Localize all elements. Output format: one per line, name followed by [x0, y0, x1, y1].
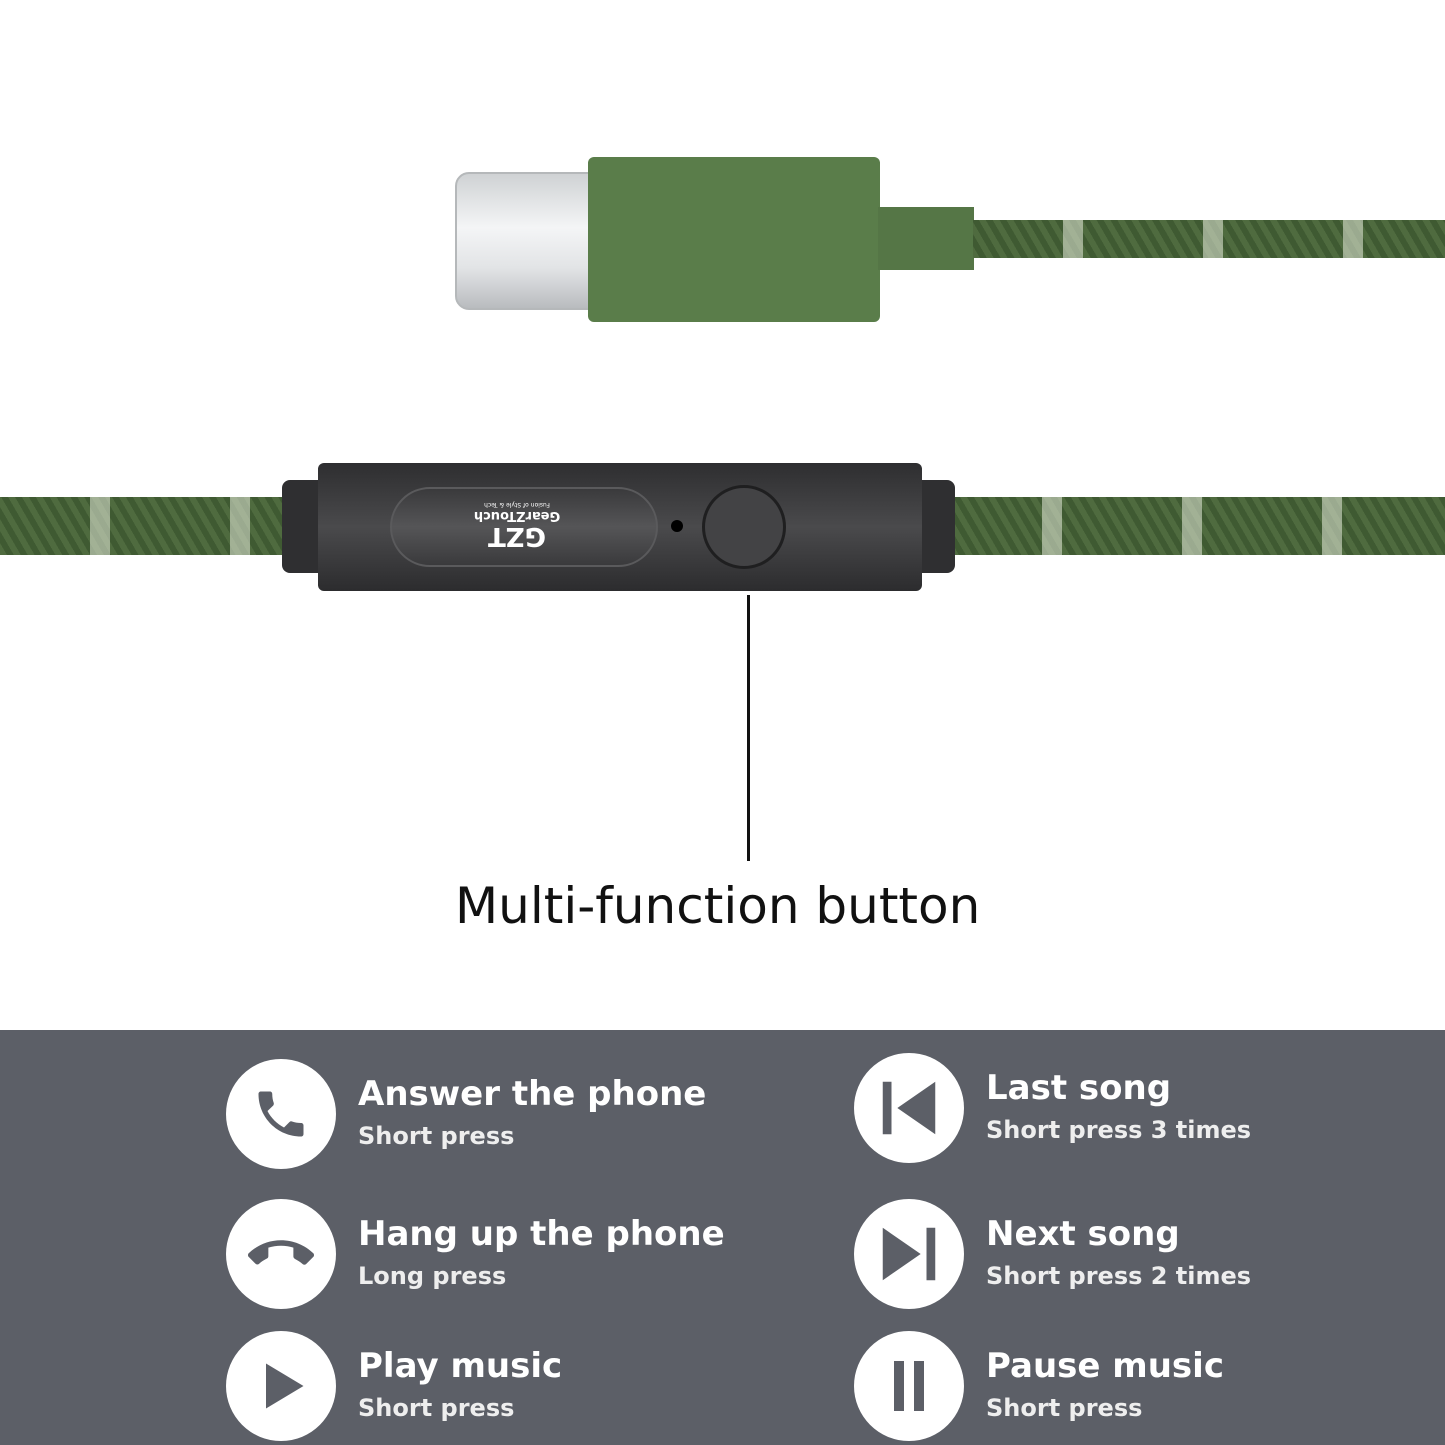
function-title: Answer the phone	[358, 1074, 707, 1114]
microphone-hole	[671, 520, 683, 532]
function-title: Next song	[986, 1214, 1180, 1254]
function-action: Short press	[358, 1394, 515, 1422]
remote-body: GZT GearZTouch Fusion of Style & Tech	[318, 463, 922, 591]
play-icon	[226, 1331, 336, 1441]
pause-icon	[854, 1331, 964, 1441]
function-title: Hang up the phone	[358, 1214, 725, 1254]
function-action: Short press 3 times	[986, 1116, 1252, 1144]
usb-c-metal-tip	[455, 172, 595, 310]
brand-tagline: Fusion of Style & Tech	[484, 501, 550, 508]
callout-label: Multi-function button	[455, 877, 981, 935]
brand-name: GearZTouch	[473, 508, 561, 523]
next-track-icon	[854, 1199, 964, 1309]
connector-housing	[588, 157, 880, 322]
function-title: Play music	[358, 1346, 563, 1386]
cable-left	[0, 497, 285, 555]
callout-line	[747, 595, 750, 861]
function-action: Short press	[358, 1122, 515, 1150]
usb-c-connector	[0, 0, 1445, 340]
function-title: Last song	[986, 1068, 1172, 1108]
brand-logo: GZT	[488, 521, 546, 551]
previous-track-icon	[854, 1053, 964, 1163]
function-action: Long press	[358, 1262, 507, 1290]
function-action: Short press 2 times	[986, 1262, 1252, 1290]
function-title: Pause music	[986, 1346, 1224, 1386]
phone-answer-icon	[226, 1059, 336, 1169]
remote-end-cap-right	[918, 480, 955, 573]
cable-right	[952, 497, 1445, 555]
strain-relief	[878, 207, 974, 270]
logo-plate: GZT GearZTouch Fusion of Style & Tech	[390, 487, 658, 567]
multi-function-button[interactable]	[702, 485, 786, 569]
function-action: Short press	[986, 1394, 1143, 1422]
phone-hangup-icon	[226, 1199, 336, 1309]
cable	[973, 220, 1445, 258]
remote-end-cap-left	[282, 480, 322, 573]
